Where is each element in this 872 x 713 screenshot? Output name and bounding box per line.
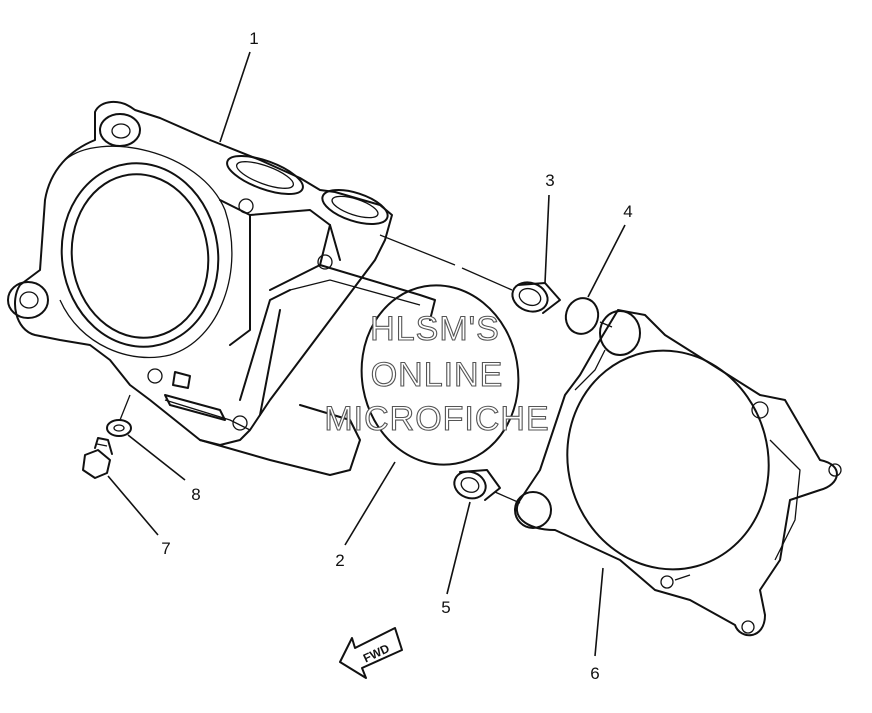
cylinder-gasket[interactable] [514, 309, 842, 637]
callout-4: 4 [623, 202, 632, 221]
callout-8: 8 [191, 485, 200, 504]
leader-5 [446, 501, 471, 595]
leader-lines [107, 51, 626, 657]
alignment-lines [119, 234, 613, 504]
piston-outline[interactable] [348, 273, 533, 477]
watermark: HLSM'S ONLINE MICROFICHE [324, 309, 549, 438]
fwd-arrow-icon: FWD [339, 627, 403, 679]
leader-6 [594, 567, 604, 657]
leader-8 [127, 434, 186, 481]
callout-2: 2 [335, 551, 344, 570]
callout-5: 5 [441, 598, 450, 617]
callout-1: 1 [249, 29, 258, 48]
watermark-line-3: MICROFICHE [324, 400, 549, 438]
leader-3 [544, 194, 550, 284]
dowel-pin-lower[interactable] [451, 467, 501, 502]
callout-3: 3 [545, 171, 554, 190]
callout-numbers: 1 2 3 4 5 6 7 8 [161, 29, 632, 683]
dowel-pin-upper[interactable] [508, 278, 561, 317]
callout-7: 7 [161, 539, 170, 558]
o-ring[interactable] [562, 294, 602, 337]
watermark-line-2: ONLINE [371, 356, 504, 394]
washer[interactable] [106, 419, 132, 437]
watermark-line-1: HLSM'S [370, 310, 500, 348]
leader-1 [219, 51, 251, 143]
leader-4 [587, 224, 626, 298]
leader-2 [344, 461, 396, 546]
bolt[interactable] [82, 437, 113, 479]
callout-6: 6 [590, 664, 599, 683]
cylinder-block[interactable] [7, 101, 436, 476]
leader-7 [107, 475, 159, 536]
